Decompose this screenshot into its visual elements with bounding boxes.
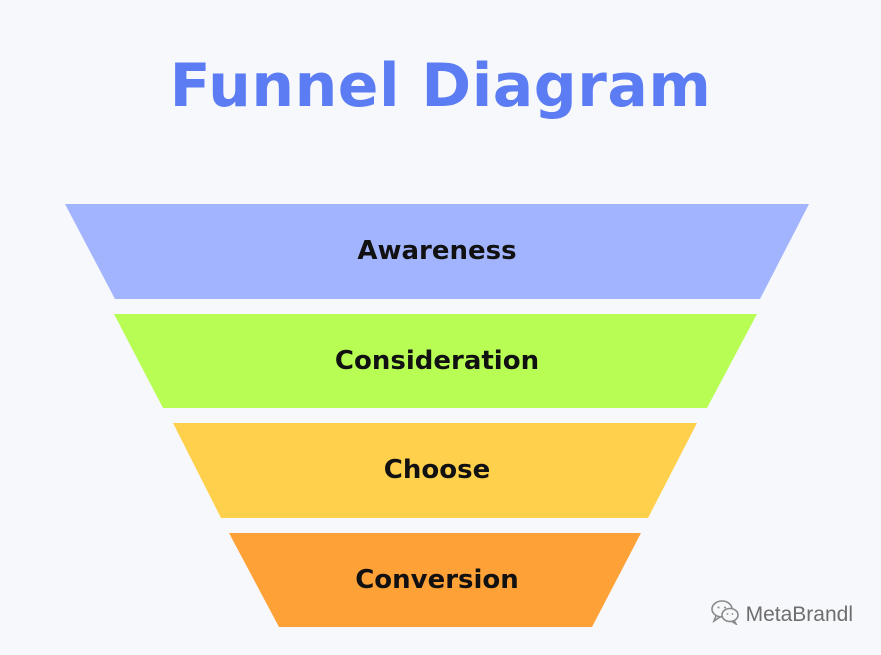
watermark: MetaBrandl xyxy=(710,599,853,631)
funnel-stage-conversion: Conversion xyxy=(229,533,641,627)
funnel-stage-shape xyxy=(65,204,809,299)
funnel-stage-label: Choose xyxy=(384,455,490,485)
funnel-stage-choose: Choose xyxy=(173,423,697,518)
funnel-stage-consideration: Consideration xyxy=(114,314,757,408)
funnel-stage-shape xyxy=(229,533,641,627)
funnel-stage-shape xyxy=(114,314,757,408)
page-title: Funnel Diagram xyxy=(169,51,712,121)
funnel-stage-label: Consideration xyxy=(335,346,539,376)
funnel-stage-awareness: Awareness xyxy=(65,204,809,299)
funnel-stage-label: Conversion xyxy=(355,565,519,595)
funnel-stage-label: Awareness xyxy=(357,236,516,266)
funnel-stage-shape xyxy=(173,423,697,518)
watermark-text: MetaBrandl xyxy=(745,603,853,626)
wechat-icon xyxy=(710,599,740,631)
